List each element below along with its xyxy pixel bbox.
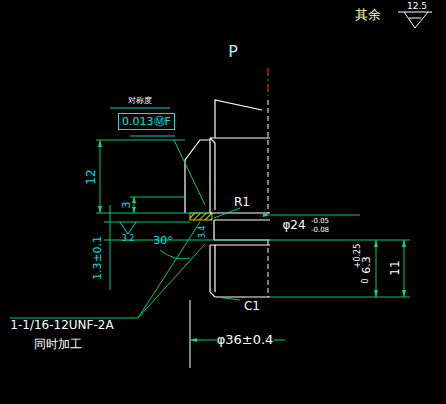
part-outline <box>185 100 270 297</box>
dimension-text: -0.05 <box>311 218 329 225</box>
dimension-text: 3.2 <box>122 235 135 243</box>
leader-line <box>10 140 240 318</box>
dimension-text: φ36±0.4 <box>217 333 274 346</box>
dimension-text: P <box>228 44 238 60</box>
dimension-text: 12.5 <box>407 2 427 11</box>
roughness-symbol <box>398 12 432 28</box>
dimension-text: R1 <box>234 196 250 208</box>
tolerance-frame: 0.013ⓂF <box>118 113 175 130</box>
dimension-text: 同时加工 <box>34 338 82 350</box>
dimension-text: 30° <box>153 235 173 246</box>
center-line <box>268 68 269 96</box>
roughness-symbol <box>120 222 136 234</box>
dimension-text: C1 <box>244 300 260 312</box>
tolerance-value: 0.013ⓂF <box>122 116 171 127</box>
dimension-text: -0.08 <box>311 227 329 234</box>
dimension-text: 对称度 <box>128 97 152 105</box>
section-hatch <box>190 213 212 220</box>
dimension-text: 11 <box>389 260 401 275</box>
dimension-text: φ24 <box>282 219 305 231</box>
leader-line <box>110 108 175 136</box>
dimension-text: 3 <box>121 202 132 209</box>
center-line <box>190 300 191 368</box>
break-line <box>268 100 269 297</box>
dimension-text: 1.3±0.1 <box>92 236 103 280</box>
dimension-text: 12 <box>85 169 97 184</box>
dimension-text: 其余 <box>355 8 381 21</box>
dimension-text: 3.4 <box>199 226 207 239</box>
arrowhead <box>98 140 406 342</box>
dimension-text: 0 <box>362 278 370 283</box>
dimension-text: 1-1/16-12UNF-2A <box>10 319 113 331</box>
dimension-text: 6.3 <box>361 256 372 274</box>
